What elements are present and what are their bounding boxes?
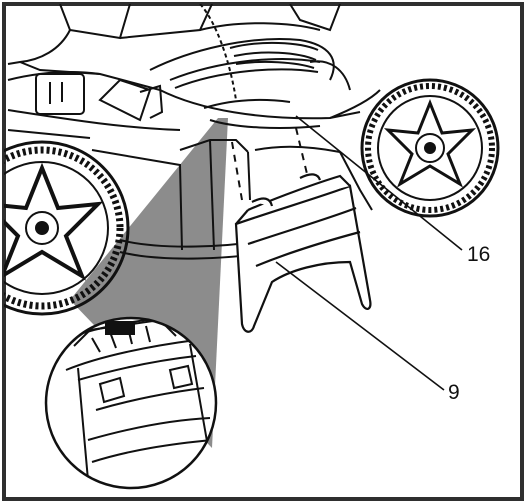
front-wheel bbox=[4, 140, 130, 316]
callout-9: 9 bbox=[448, 381, 460, 404]
insertion-guides bbox=[231, 127, 309, 201]
rear-wheel bbox=[360, 78, 500, 218]
grass-bag-part bbox=[234, 173, 372, 333]
callout-16: 16 bbox=[467, 243, 491, 266]
callout-leaders bbox=[275, 115, 463, 391]
detail-magnifier bbox=[44, 316, 218, 490]
mower-body bbox=[7, 4, 381, 139]
